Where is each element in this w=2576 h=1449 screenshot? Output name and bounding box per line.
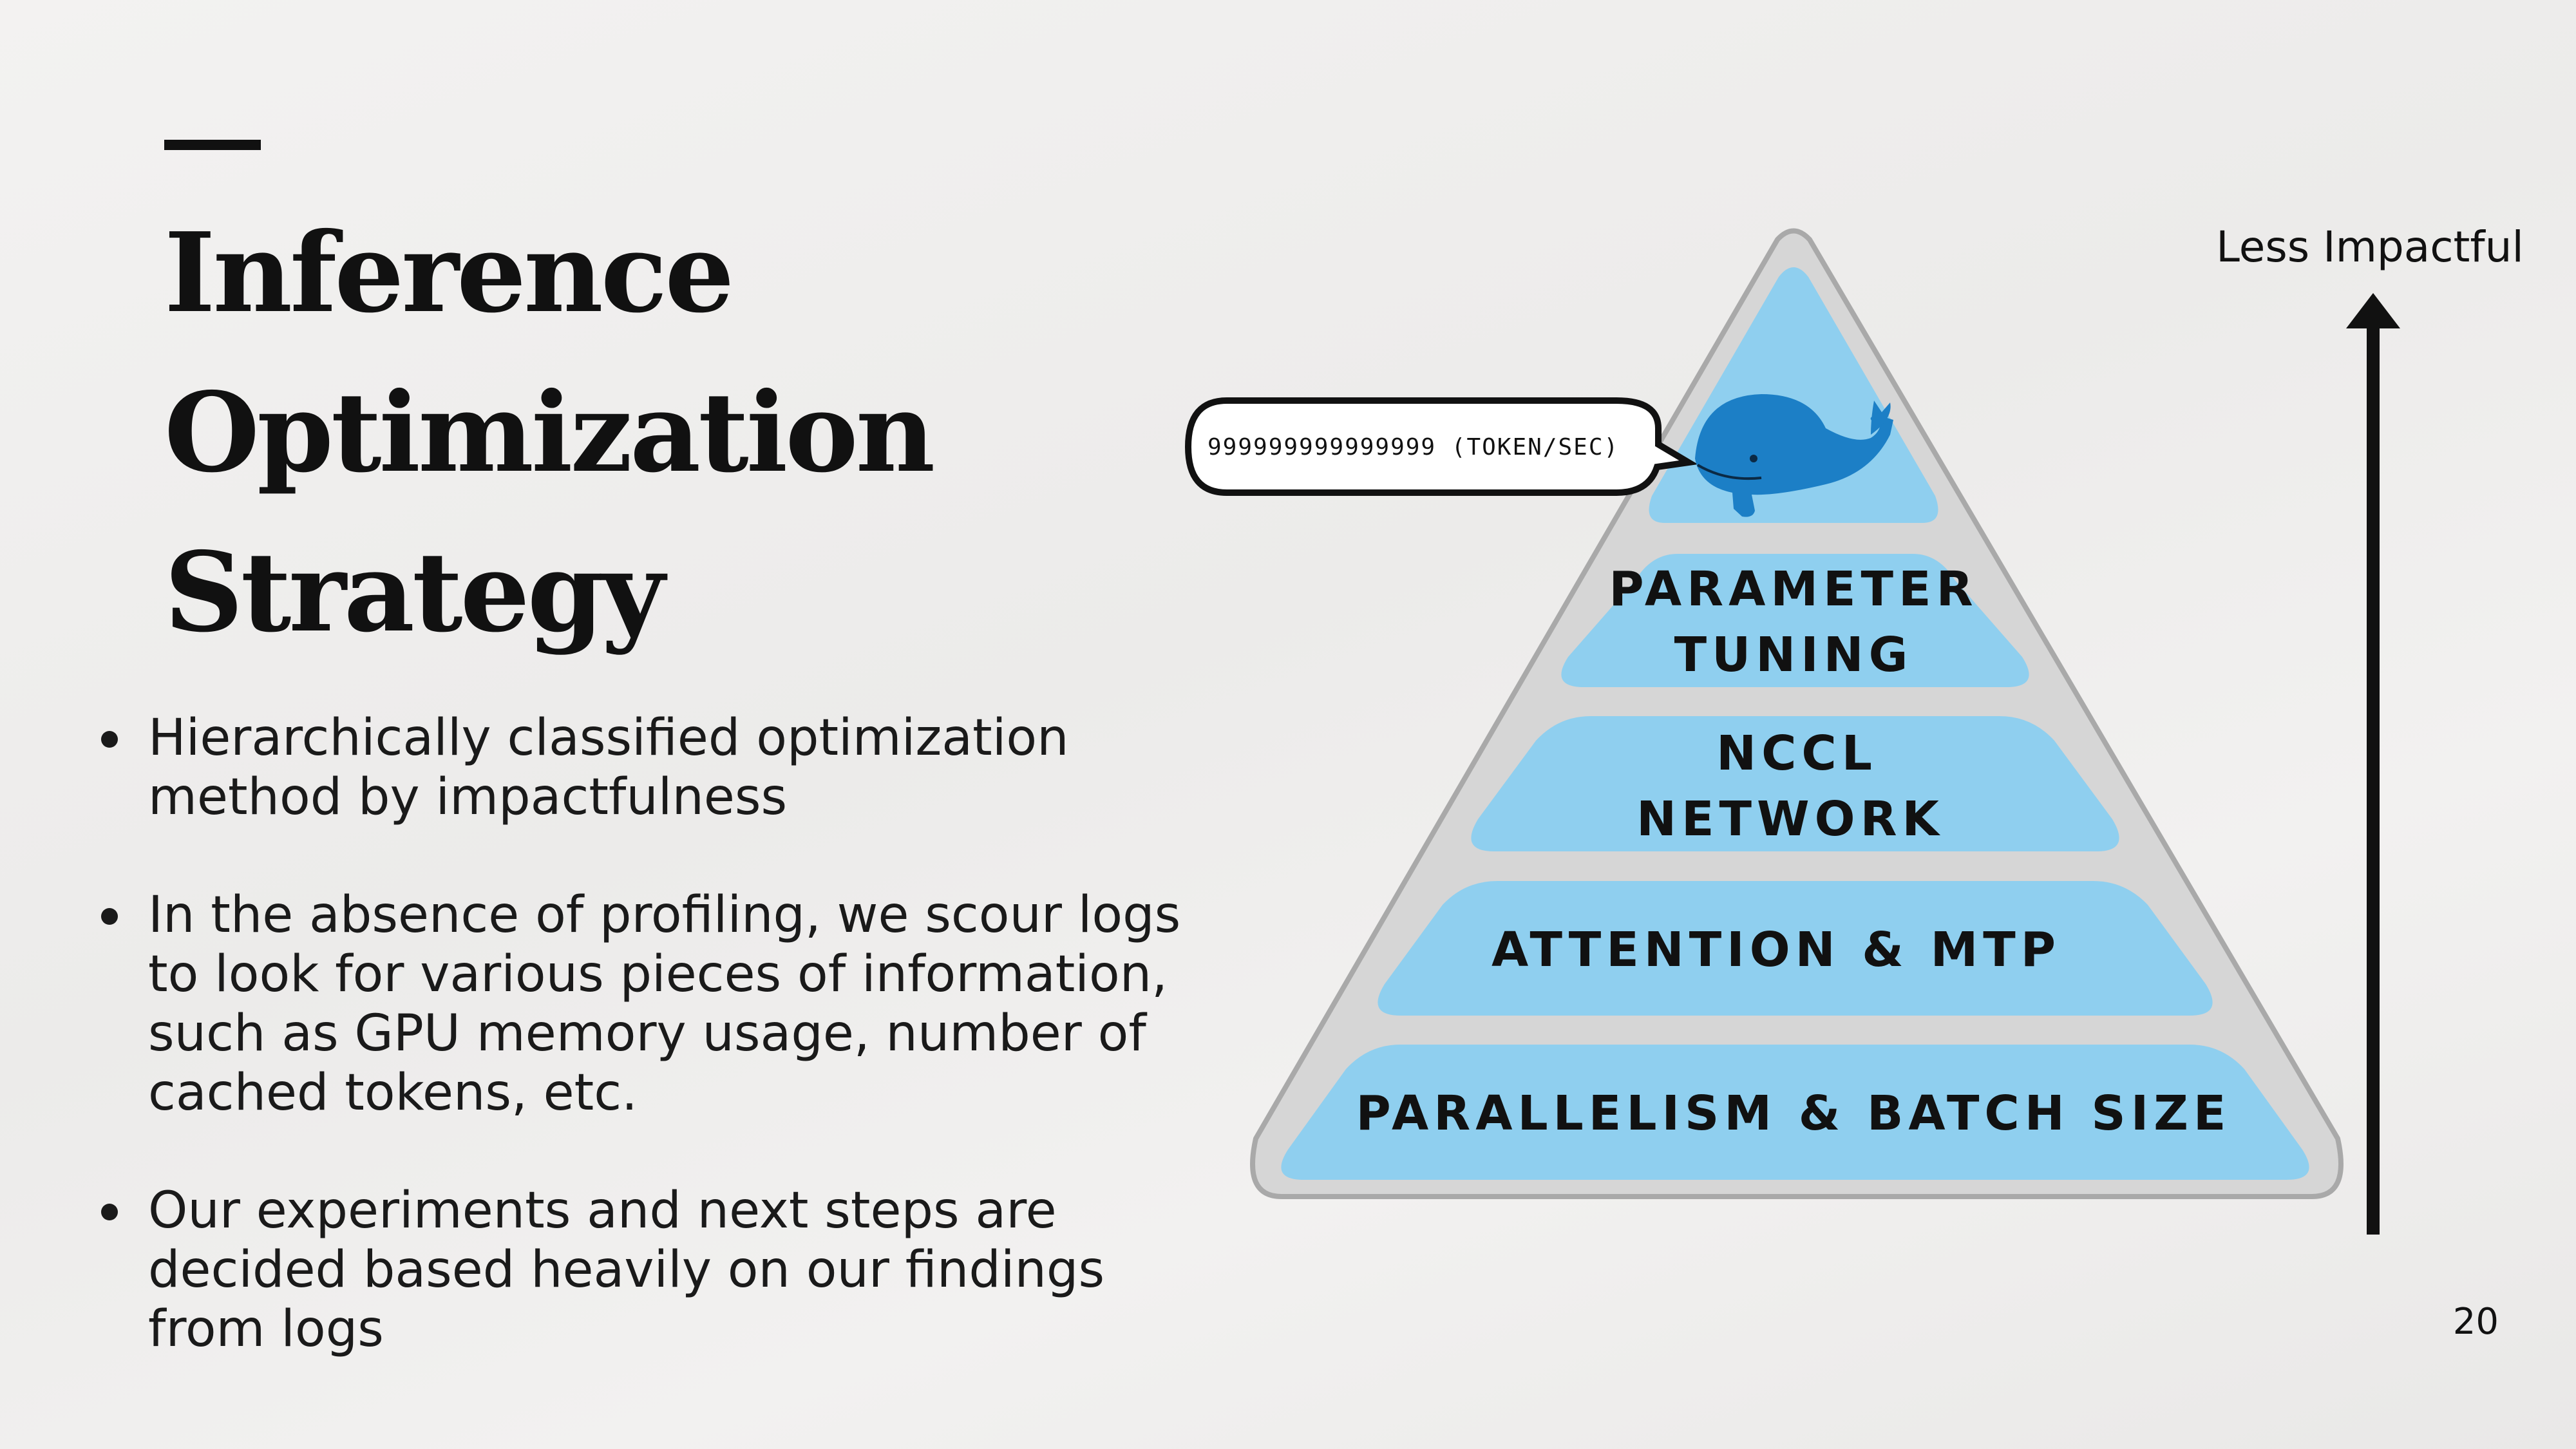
pyramid-level-nccl-network bbox=[1471, 716, 2119, 851]
bullet-dot-icon bbox=[101, 731, 118, 748]
level-label-nccl: NCCL bbox=[1716, 726, 1877, 781]
bullet-item: Hierarchically classified optimization m… bbox=[97, 708, 1204, 827]
bullet-item: Our experiments and next steps are decid… bbox=[97, 1181, 1204, 1359]
bullet-text: Hierarchically classified optimization m… bbox=[148, 709, 1069, 826]
slide-title-line-1: Inference bbox=[164, 209, 734, 337]
bullet-text: In the absence of profiling, we scour lo… bbox=[148, 886, 1181, 1122]
speech-bubble: 999999999999999 (TOKEN/SEC) bbox=[1184, 397, 1698, 496]
title-accent-rule bbox=[164, 140, 261, 150]
axis-label-less-impactful: Less Impactful bbox=[2216, 222, 2524, 272]
page-number: 20 bbox=[2452, 1301, 2499, 1343]
slide-title-line-2: Optimization bbox=[164, 368, 935, 497]
bullet-item: In the absence of profiling, we scour lo… bbox=[97, 886, 1204, 1122]
level-label-network: NETWORK bbox=[1636, 791, 1944, 847]
bullet-text: Our experiments and next steps are decid… bbox=[148, 1182, 1105, 1358]
level-label-attention-mtp: ATTENTION & MTP bbox=[1492, 922, 2061, 978]
level-label-parameter: PARAMETER bbox=[1609, 562, 1978, 617]
impact-axis-arrow bbox=[2346, 293, 2400, 1235]
bullet-list: Hierarchically classified optimization m… bbox=[97, 708, 1204, 1417]
pyramid-level-parameter-tuning bbox=[1561, 554, 2029, 687]
pyramid-level-parallelism-batch bbox=[1281, 1045, 2309, 1180]
slide-title-line-3: Strategy bbox=[164, 528, 665, 657]
speech-bubble-text: 999999999999999 (TOKEN/SEC) bbox=[1208, 434, 1619, 460]
slide-title: Inference Optimization Strategy bbox=[164, 193, 937, 672]
pyramid-level-attention-mtp bbox=[1378, 881, 2213, 1016]
level-label-parallelism-batch: PARALLELISM & BATCH SIZE bbox=[1356, 1086, 2231, 1141]
level-label-tuning: TUNING bbox=[1674, 627, 1913, 683]
whale-icon bbox=[1695, 394, 1893, 517]
bullet-dot-icon bbox=[101, 908, 118, 925]
bullet-dot-icon bbox=[101, 1204, 118, 1220]
